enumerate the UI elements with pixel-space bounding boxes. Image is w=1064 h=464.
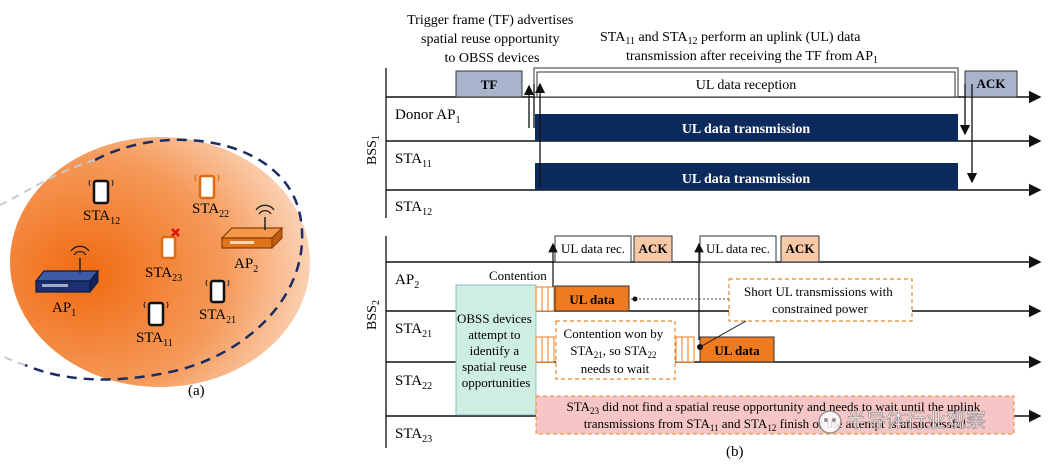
panel-a-caption: (a) bbox=[188, 383, 205, 399]
row-sta12: STA12 bbox=[395, 199, 432, 218]
uplink-note: STA11 and STA12 perform an uplink (UL) d… bbox=[600, 30, 878, 66]
sta23-label: STA23 bbox=[145, 265, 182, 284]
ap2-router-icon bbox=[220, 204, 284, 250]
ack-label-bss2-1: ACK bbox=[639, 241, 669, 256]
sta23-wait-box bbox=[535, 395, 1015, 435]
sta22-phone-icon bbox=[194, 174, 220, 200]
ul-tx-sta11 bbox=[535, 114, 958, 141]
sta22-label: STA22 bbox=[192, 201, 229, 220]
ul-rec-box-2 bbox=[699, 235, 777, 263]
bss1-label: BSS1 bbox=[365, 135, 382, 165]
ack-label-bss2-2: ACK bbox=[786, 241, 816, 256]
watermark: 半导体行业观察 bbox=[818, 409, 986, 434]
ap1-router-icon bbox=[34, 245, 100, 294]
contention-label: Contention bbox=[489, 268, 547, 283]
ack-box-bss2-1 bbox=[633, 235, 673, 263]
watermark-text: 半导体行业观察 bbox=[846, 409, 986, 432]
ul-data-sta21-label: UL data bbox=[569, 292, 615, 307]
sta21-phone-icon bbox=[205, 279, 230, 304]
ap2-label: AP2 bbox=[234, 256, 258, 275]
obss-identify-label: OBSS devices attempt to identify a spati… bbox=[457, 311, 535, 390]
ul-tx-sta12-label: UL data transmission bbox=[682, 172, 811, 187]
panel-b-timing-diagram: Trigger frame (TF) advertises spatial re… bbox=[365, 13, 1042, 460]
ack-box-bss2-2 bbox=[780, 235, 820, 263]
ul-rec-label-1: UL data rec. bbox=[561, 241, 625, 256]
sta23-phone-icon bbox=[160, 228, 180, 260]
trigger-frame-note: Trigger frame (TF) advertises spatial re… bbox=[407, 13, 577, 66]
contention-won-text: Contention won by STA21, so STA22 needs … bbox=[564, 326, 667, 376]
bss2-coverage-boundary bbox=[24, 138, 304, 381]
row-ap2: AP2 bbox=[395, 272, 419, 291]
ul-tx-sta11-label: UL data transmission bbox=[682, 122, 811, 137]
panel-b-caption: (b) bbox=[726, 444, 744, 460]
obss-identify-box bbox=[455, 284, 537, 416]
sta12-label: STA12 bbox=[83, 208, 120, 227]
ack-label-bss1: ACK bbox=[977, 76, 1007, 91]
sta12-phone-icon bbox=[88, 179, 114, 205]
short-ul-callout bbox=[728, 278, 913, 322]
row-sta22: STA22 bbox=[395, 373, 432, 392]
ul-tx-sta12 bbox=[535, 163, 958, 190]
ap1-label: AP1 bbox=[52, 300, 76, 319]
ul-data-sta21 bbox=[554, 285, 630, 312]
row-donor-ap1: Donor AP1 bbox=[395, 107, 460, 126]
ul-reception-box bbox=[533, 67, 959, 98]
sta11-label: STA11 bbox=[136, 330, 173, 349]
ul-data-sta22-label: UL data bbox=[714, 343, 760, 358]
contention-won-callout bbox=[555, 320, 676, 380]
tf-label: TF bbox=[481, 77, 498, 92]
ul-data-sta22 bbox=[699, 336, 775, 363]
ul-reception-label: UL data reception bbox=[696, 78, 797, 93]
sta11-phone-icon bbox=[143, 301, 169, 327]
sta21-label: STA21 bbox=[199, 307, 236, 326]
row-sta21: STA21 bbox=[395, 321, 432, 340]
ack-box-bss1 bbox=[964, 70, 1018, 98]
short-ul-callout-text: Short UL transmissions with constrained … bbox=[744, 284, 896, 316]
ul-rec-label-2: UL data rec. bbox=[706, 241, 770, 256]
bss1-coverage-area bbox=[10, 137, 310, 387]
panel-a-diagram: STA12 STA22 STA23 AP2 AP1 STA2 bbox=[0, 137, 310, 399]
row-sta11: STA11 bbox=[395, 151, 432, 170]
tf-frame-box bbox=[455, 70, 523, 98]
row-sta23: STA23 bbox=[395, 426, 432, 445]
ul-rec-box-1 bbox=[554, 235, 632, 263]
sta23-wait-text: STA23 did not find a spatial reuse oppor… bbox=[566, 399, 983, 433]
bss2-label: BSS2 bbox=[365, 300, 382, 330]
